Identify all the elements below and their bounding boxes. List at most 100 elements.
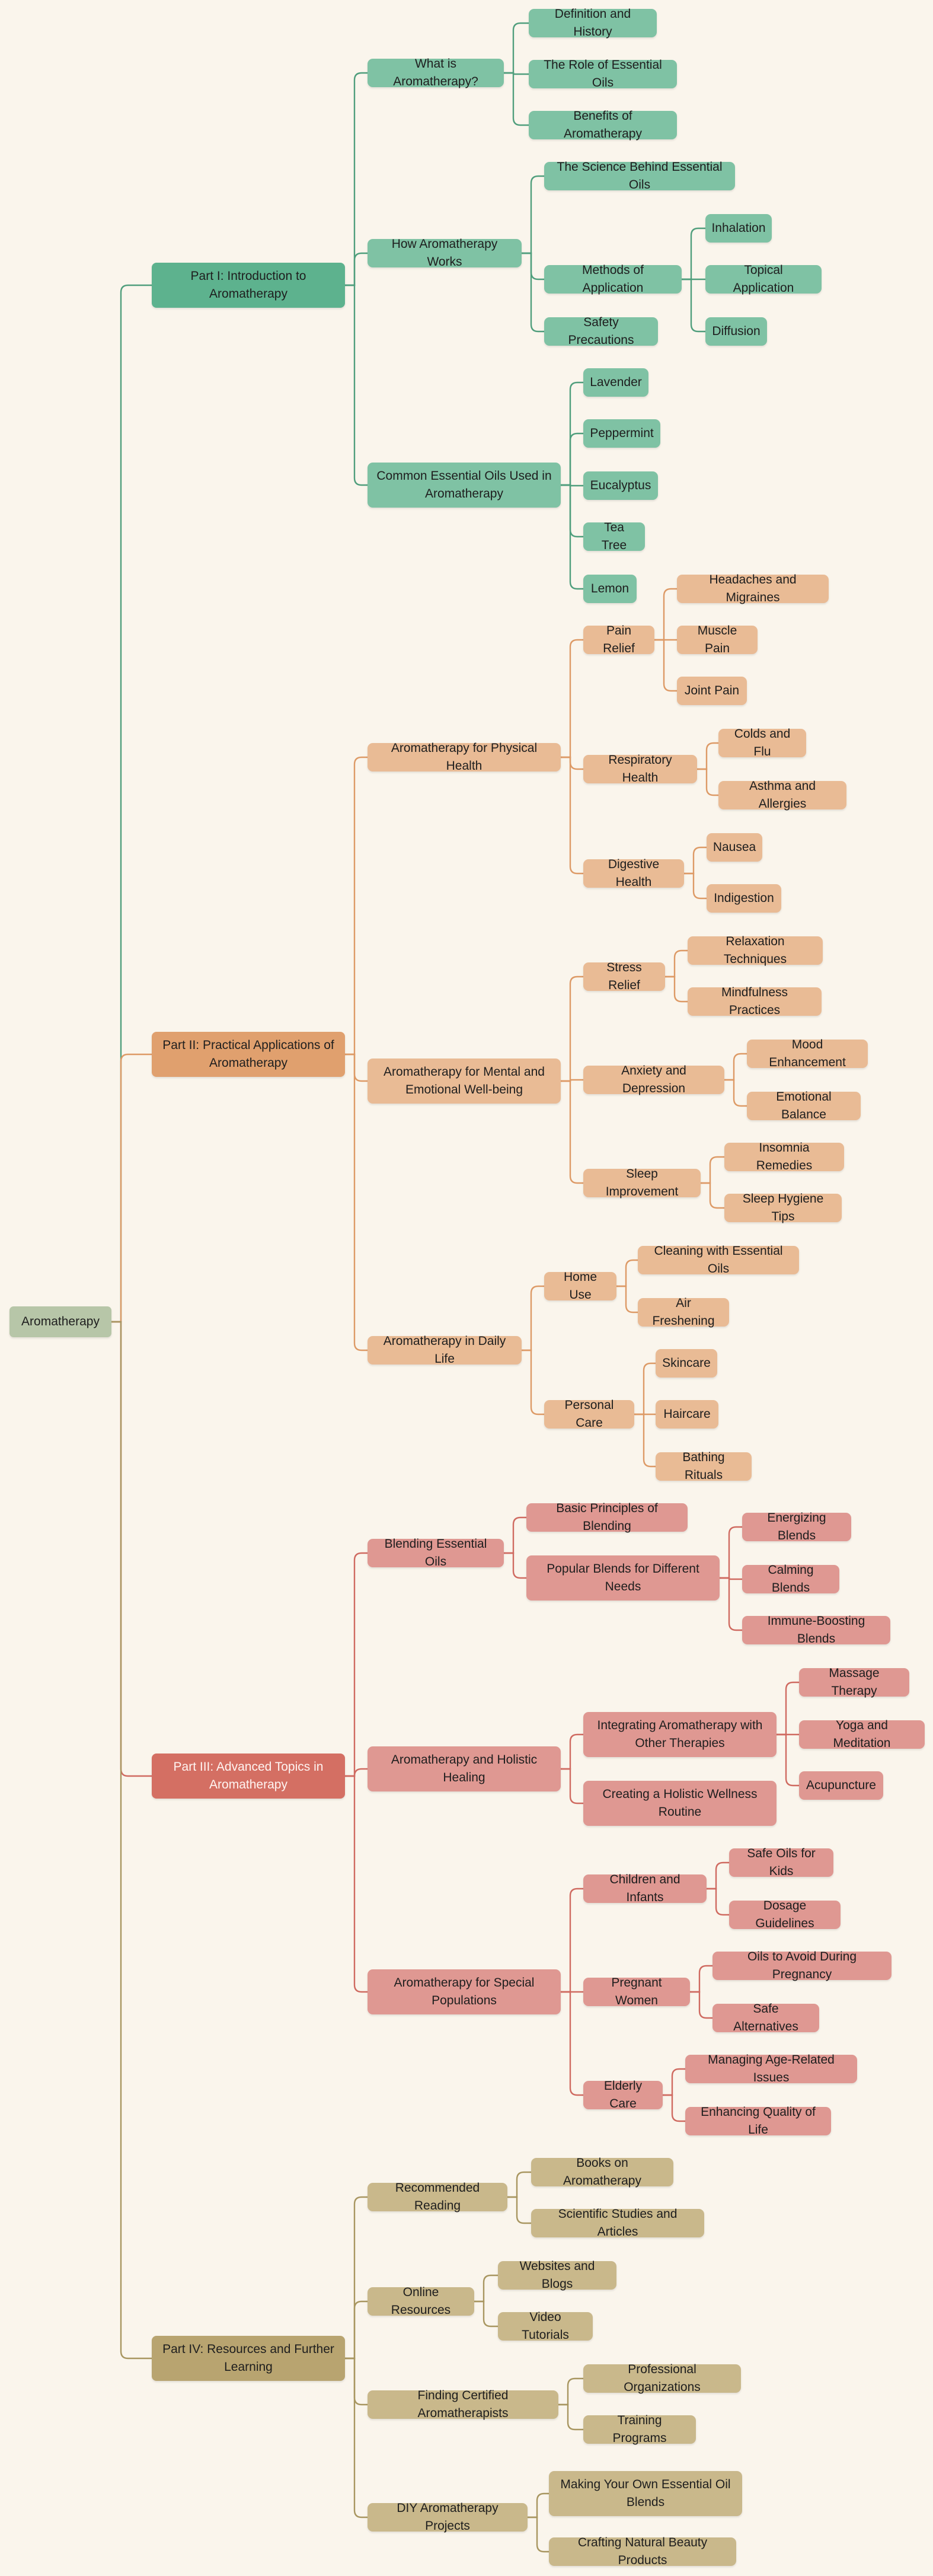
node-p2a2[interactable]: Respiratory Health [583,753,697,785]
node-p2[interactable]: Part II: Practical Applications of Aroma… [152,1032,345,1077]
node-p2a[interactable]: Aromatherapy for Physical Health [368,741,561,773]
node-p4d1[interactable]: Making Your Own Essential Oil Blends [549,2471,742,2516]
node-p3b[interactable]: Aromatherapy and Holistic Healing [368,1746,561,1791]
node-p2a2b[interactable]: Asthma and Allergies [718,779,846,811]
node-p1a3[interactable]: Benefits of Aromatherapy [529,109,677,141]
node-p2a3[interactable]: Digestive Health [583,857,684,889]
node-p3b2[interactable]: Creating a Holistic Wellness Routine [583,1781,777,1826]
node-p3c2a[interactable]: Oils to Avoid During Pregnancy [712,1950,892,1981]
node-p2b2b[interactable]: Emotional Balance [747,1090,861,1121]
node-p2a2a[interactable]: Colds and Flu [718,727,806,758]
node-p1b[interactable]: How Aromatherapy Works [368,237,522,269]
node-p2c2b[interactable]: Haircare [656,1400,718,1429]
node-p3a2[interactable]: Popular Blends for Different Needs [526,1555,720,1601]
node-p3b1b[interactable]: Yoga and Meditation [799,1719,925,1750]
node-p1[interactable]: Part I: Introduction to Aromatherapy [152,263,345,308]
node-p2b2[interactable]: Anxiety and Depression [583,1064,724,1095]
connector-p3b1-p3b1c [777,1733,799,1787]
node-p4a1[interactable]: Books on Aromatherapy [531,2156,673,2188]
node-p2c2[interactable]: Personal Care [544,1398,634,1430]
node-p2a3a[interactable]: Nausea [707,833,762,862]
connector-p1c-p1c1 [561,381,583,486]
node-label-p3c2: Pregnant Women [611,1976,662,2007]
node-p4a[interactable]: Recommended Reading [368,2181,507,2212]
node-p3b1a[interactable]: Massage Therapy [799,1666,909,1698]
node-p1c5[interactable]: Lemon [583,575,637,603]
node-p3b1c[interactable]: Acupuncture [799,1771,883,1800]
connector-p2b3-p2b3a [701,1156,724,1184]
node-p3c3a[interactable]: Managing Age-Related Issues [685,2053,857,2084]
node-p4[interactable]: Part IV: Resources and Further Learning [152,2336,345,2381]
node-p2c[interactable]: Aromatherapy in Daily Life [368,1334,522,1366]
node-label-p4c1: Professional Organizations [624,2363,701,2394]
node-p1c2[interactable]: Peppermint [583,419,660,448]
node-label-p1a2: The Role of Essential Oils [544,58,662,90]
node-p4d[interactable]: DIY Aromatherapy Projects [368,2501,528,2533]
node-p1a1[interactable]: Definition and History [529,7,657,39]
node-p2b1[interactable]: Stress Relief [583,961,665,992]
node-p2b3a[interactable]: Insomnia Remedies [724,1141,844,1172]
node-p2c2a[interactable]: Skincare [656,1349,717,1378]
node-p3a2c[interactable]: Immune-Boosting Blends [742,1614,890,1646]
node-p1c4[interactable]: Tea Tree [583,521,645,552]
node-p2b3[interactable]: Sleep Improvement [583,1167,701,1198]
node-p3[interactable]: Part III: Advanced Topics in Aromatherap… [152,1754,345,1799]
node-p3c1[interactable]: Children and Infants [583,1873,707,1904]
node-p3c2b[interactable]: Safe Alternatives [712,2002,819,2033]
node-p4d2[interactable]: Crafting Natural Beauty Products [549,2536,736,2567]
node-p1b1[interactable]: The Science Behind Essential Oils [544,160,735,192]
node-p2b1b[interactable]: Mindfulness Practices [688,986,822,1017]
node-p3a[interactable]: Blending Essential Oils [368,1537,504,1568]
node-p3c2[interactable]: Pregnant Women [583,1976,690,2007]
connector-p2-p2a [345,756,368,1056]
node-p4b[interactable]: Online Resources [368,2285,474,2317]
node-p2b[interactable]: Aromatherapy for Mental and Emotional We… [368,1059,561,1104]
node-p2a1[interactable]: Pain Relief [583,624,654,655]
node-p4b2[interactable]: Video Tutorials [498,2310,593,2342]
connector-p4-p4b [345,2300,368,2360]
node-p4c[interactable]: Finding Certified Aromatherapists [368,2389,558,2420]
node-p4a2[interactable]: Scientific Studies and Articles [531,2207,704,2239]
node-p2a1b[interactable]: Muscle Pain [677,624,758,655]
node-p1c1[interactable]: Lavender [583,368,648,397]
node-label-p2c2c: Bathing Rituals [682,1450,725,1482]
node-p2b1a[interactable]: Relaxation Techniques [688,935,823,966]
node-p3c1a[interactable]: Safe Oils for Kids [729,1847,833,1878]
node-p3c3[interactable]: Elderly Care [583,2079,663,2110]
node-p2c2c[interactable]: Bathing Rituals [656,1450,752,1482]
node-p2c1[interactable]: Home Use [544,1270,616,1302]
connector-p2a-p2a1 [561,639,583,758]
node-root[interactable]: Aromatherapy [9,1306,111,1337]
node-label-p3c: Aromatherapy for Special Populations [394,1976,535,2007]
node-p4c1[interactable]: Professional Organizations [583,2363,741,2394]
node-p1a[interactable]: What is Aromatherapy? [368,57,504,88]
node-p3c3b[interactable]: Enhancing Quality of Life [685,2105,831,2137]
node-p1b2a[interactable]: Inhalation [705,214,772,243]
node-p4b1[interactable]: Websites and Blogs [498,2259,616,2291]
node-p2c1b[interactable]: Air Freshening [638,1296,729,1328]
node-p1b2c[interactable]: Diffusion [705,317,767,346]
node-p2a3b[interactable]: Indigestion [707,884,781,913]
node-p1a2[interactable]: The Role of Essential Oils [529,58,677,90]
node-p2b3b[interactable]: Sleep Hygiene Tips [724,1192,842,1223]
node-p1b2b[interactable]: Topical Application [705,263,822,295]
node-p2c1a[interactable]: Cleaning with Essential Oils [638,1244,799,1276]
node-p3a2b[interactable]: Calming Blends [742,1563,839,1595]
node-p3c[interactable]: Aromatherapy for Special Populations [368,1969,561,2014]
node-p1b2[interactable]: Methods of Application [544,263,682,295]
node-p1c3[interactable]: Eucalyptus [583,471,658,500]
node-p3a2a[interactable]: Energizing Blends [742,1511,851,1542]
node-p2a1c[interactable]: Joint Pain [677,677,747,705]
connector-p2b-p2b3 [561,1080,583,1184]
node-p1b3[interactable]: Safety Precautions [544,315,658,347]
node-label-p2c2b: Haircare [663,1407,711,1421]
node-p1c[interactable]: Common Essential Oils Used in Aromathera… [368,463,561,508]
node-p2b2a[interactable]: Mood Enhancement [747,1038,868,1069]
node-p3a1[interactable]: Basic Principles of Blending [526,1501,688,1533]
node-label-p1c5: Lemon [590,582,630,595]
node-p2a1a[interactable]: Headaches and Migraines [677,573,829,604]
node-p4c2[interactable]: Training Programs [583,2414,696,2445]
node-p3b1[interactable]: Integrating Aromatherapy with Other Ther… [583,1712,777,1757]
node-label-p3c1: Children and Infants [609,1873,680,1904]
node-p3c1b[interactable]: Dosage Guidelines [729,1899,841,1930]
